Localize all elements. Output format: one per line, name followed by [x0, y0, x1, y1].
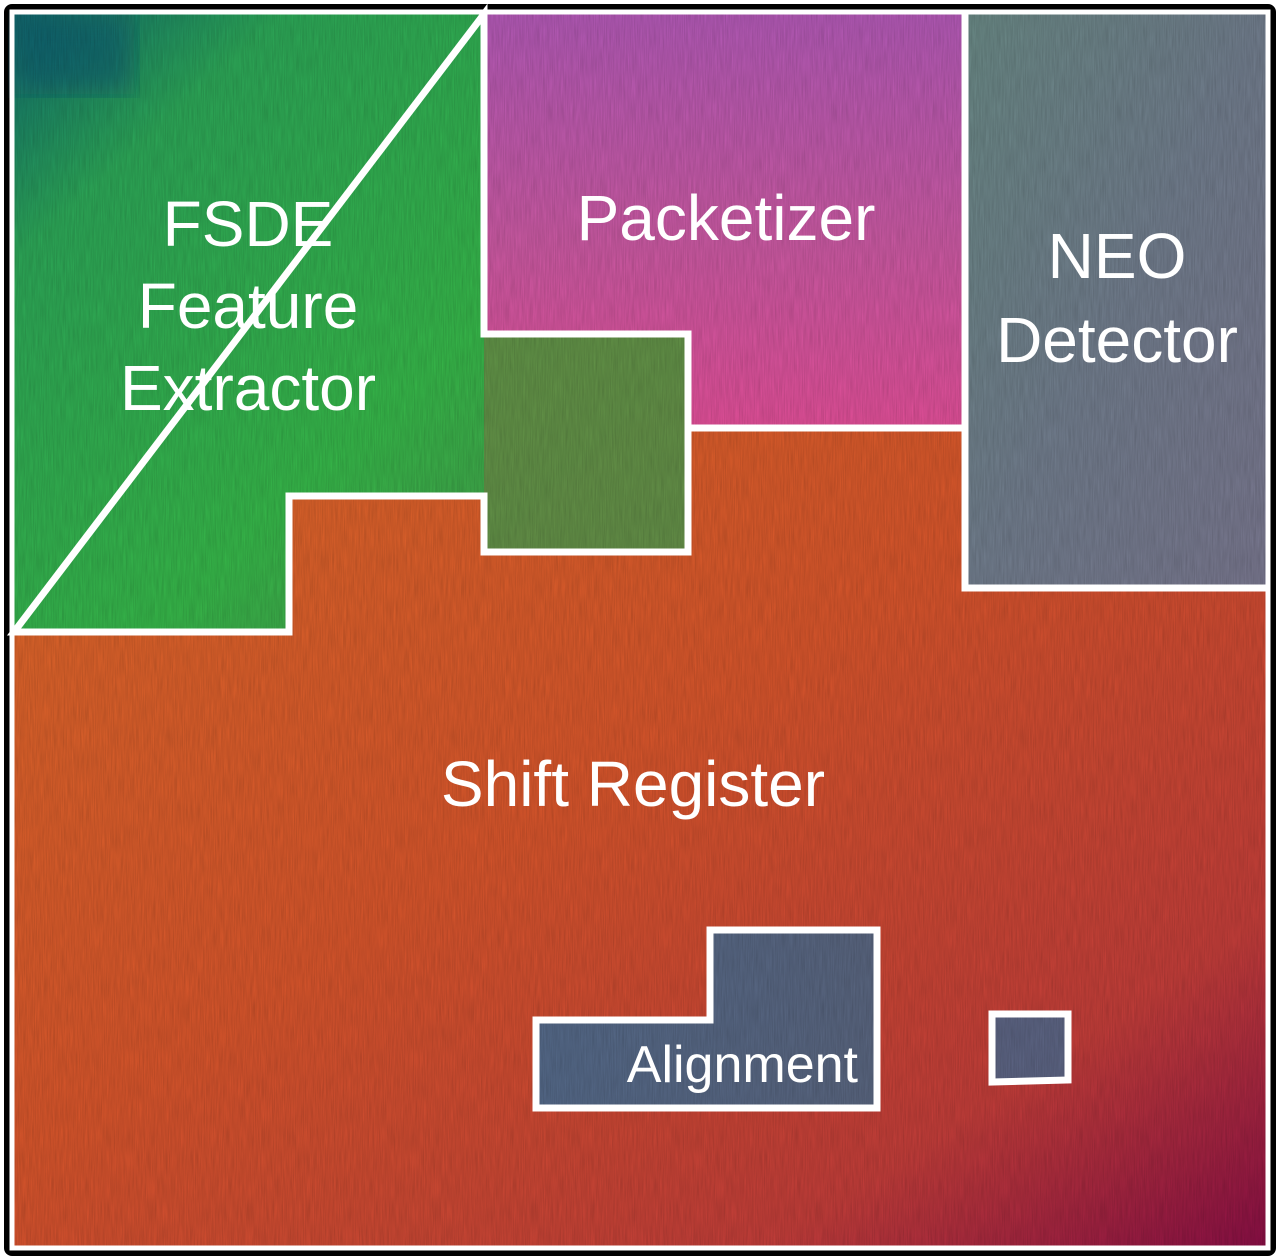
packetizer-label: Packetizer — [577, 182, 876, 254]
region-labels: FSDE Feature Extractor Packetizer NEO De… — [120, 182, 1238, 1094]
region-outlines — [6, 3, 1271, 1251]
fsde-label: FSDE — [163, 188, 334, 260]
small-block-outline — [988, 1010, 1072, 1086]
alignment-outline — [532, 926, 881, 1112]
shift-register-label: Shift Register — [441, 748, 825, 820]
alignment-label: Alignment — [627, 1036, 859, 1094]
fsde-label: Extractor — [120, 352, 376, 424]
neo-detector-label: NEO — [1048, 220, 1187, 292]
fsde-label: Feature — [138, 270, 359, 342]
neo-outline — [961, 428, 1266, 592]
neo-detector-label: Detector — [996, 304, 1238, 376]
die-outline — [9, 9, 1271, 1251]
fsde-outline — [6, 3, 692, 636]
